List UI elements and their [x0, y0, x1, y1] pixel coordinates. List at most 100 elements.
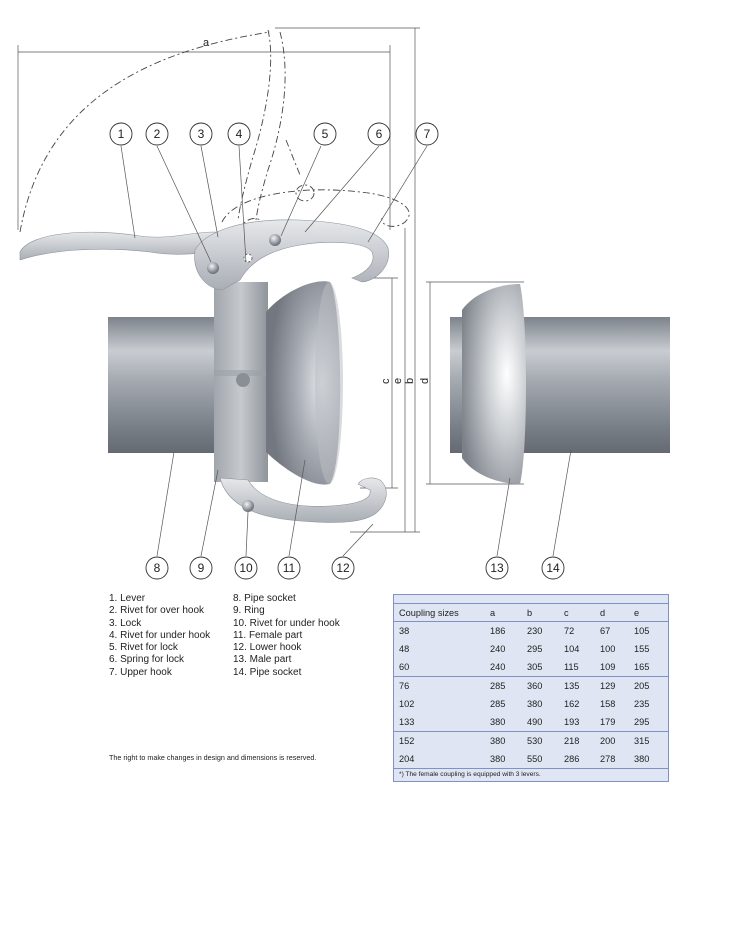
- cell: 72: [564, 626, 575, 636]
- cell: 235: [634, 699, 650, 709]
- cell: 162: [564, 699, 580, 709]
- parts-legend-right: 8. Pipe socket 9. Ring 10. Rivet for und…: [233, 593, 383, 679]
- cell: 115: [564, 662, 579, 672]
- leader-lines: [120, 145, 572, 557]
- rivet-under-hook-upper: [243, 253, 253, 263]
- dim-b-label: b: [404, 378, 416, 384]
- cell: 205: [634, 681, 650, 691]
- cell: 380: [490, 754, 506, 764]
- header-e: e: [634, 607, 640, 618]
- cell: 305: [527, 662, 543, 672]
- parts-legend-left: 1. Lever 2. Rivet for over hook 3. Lock …: [109, 593, 234, 679]
- cell: 380: [490, 717, 506, 727]
- cell: 230: [527, 626, 543, 636]
- dim-d-label: d: [419, 378, 431, 384]
- callout-5: 5: [322, 127, 329, 141]
- legend-item: 10. Rivet for under hook: [233, 617, 340, 629]
- callout-6: 6: [376, 127, 383, 141]
- legend-item: 3. Lock: [109, 617, 142, 629]
- legend-item: 7. Upper hook: [109, 666, 172, 678]
- callout-12: 12: [336, 561, 350, 575]
- cell: 380: [490, 736, 506, 746]
- callout-14: 14: [546, 561, 560, 575]
- cell: 240: [490, 662, 506, 672]
- cell: 48: [399, 644, 410, 654]
- male-part: [462, 284, 526, 484]
- cell: 38: [399, 626, 410, 636]
- cell: 295: [527, 644, 543, 654]
- table-row: 76 285 360 135 129 205: [394, 677, 668, 696]
- table-row: 204 380 550 286 278 380: [394, 750, 668, 769]
- legend-item: 13. Male part: [233, 654, 292, 666]
- cell: 204: [399, 754, 415, 764]
- rivet-over-hook: [207, 262, 219, 274]
- table-header-row: Coupling sizes a b c d e: [394, 604, 668, 622]
- table-top-band: [394, 595, 668, 604]
- cell: 109: [600, 662, 616, 672]
- cell: 200: [600, 736, 616, 746]
- cell: 76: [399, 681, 410, 691]
- cell: 105: [634, 626, 650, 636]
- table-row: 48 240 295 104 100 155: [394, 640, 668, 658]
- cell: 193: [564, 717, 580, 727]
- lever-open-outline: [19, 29, 410, 261]
- cell: 278: [600, 754, 616, 764]
- legend-item: 11. Female part: [233, 629, 303, 641]
- cell: 240: [490, 644, 506, 654]
- legend-item: 5. Rivet for lock: [109, 642, 178, 654]
- legend-item: 9. Ring: [233, 605, 265, 617]
- cell: 102: [399, 699, 415, 709]
- cell: 67: [600, 626, 611, 636]
- callout-circles: [109, 122, 565, 580]
- legend-item: 8. Pipe socket: [233, 593, 296, 604]
- table-row: 133 380 490 193 179 295: [394, 713, 668, 732]
- cell: 60: [399, 662, 410, 672]
- legend-item: 14. Pipe socket: [233, 666, 302, 678]
- header-c: c: [564, 607, 569, 618]
- rivet-lock: [269, 234, 281, 246]
- legend-item: 6. Spring for lock: [109, 654, 185, 666]
- coupling-diagram: a c e b d: [17, 27, 670, 580]
- dim-c-label: c: [380, 378, 392, 384]
- callout-3: 3: [198, 127, 205, 141]
- cell: 133: [399, 717, 415, 727]
- right-pipe-socket: [505, 317, 670, 453]
- lower-hook: [219, 477, 387, 523]
- left-pipe-socket: [108, 317, 218, 453]
- callout-7: 7: [424, 127, 431, 141]
- cell: 530: [527, 736, 543, 746]
- callout-11: 11: [283, 561, 296, 575]
- table-row: 38 186 230 72 67 105: [394, 622, 668, 641]
- legend-item: 2. Rivet for over hook: [109, 605, 205, 617]
- cell: 380: [634, 754, 650, 764]
- cell: 550: [527, 754, 543, 764]
- header-b: b: [527, 607, 533, 618]
- cell: 186: [490, 626, 506, 636]
- upper-hook: [194, 219, 390, 291]
- cell: 135: [564, 681, 580, 691]
- cell: 179: [600, 717, 616, 727]
- rivet-under-hook-lower: [242, 500, 254, 512]
- legend-item: 12. Lower hook: [233, 642, 302, 654]
- header-coupling-sizes: Coupling sizes: [399, 607, 459, 618]
- cell: 104: [564, 644, 580, 654]
- cell: 360: [527, 681, 543, 691]
- table-row: 60 240 305 115 109 165: [394, 658, 668, 677]
- cell: 165: [634, 662, 650, 672]
- cell: 380: [527, 699, 543, 709]
- cell: 100: [600, 644, 616, 654]
- legend-item: 4. Rivet for under hook: [109, 629, 211, 641]
- callout-2: 2: [154, 127, 161, 141]
- table-row: 102 285 380 162 158 235: [394, 695, 668, 713]
- header-a: a: [490, 607, 496, 618]
- dimension-lines: [17, 27, 524, 533]
- coupling-sizes-table: Coupling sizes a b c d e 38 186 230 72 6…: [393, 594, 669, 782]
- cell: 155: [634, 644, 650, 654]
- callout-4: 4: [236, 127, 243, 141]
- callout-13: 13: [490, 561, 504, 575]
- cell: 490: [527, 717, 543, 727]
- cell: 295: [634, 717, 650, 727]
- callout-9: 9: [198, 561, 205, 575]
- callout-8: 8: [154, 561, 161, 575]
- reservation-notice: The right to make changes in design and …: [109, 753, 317, 762]
